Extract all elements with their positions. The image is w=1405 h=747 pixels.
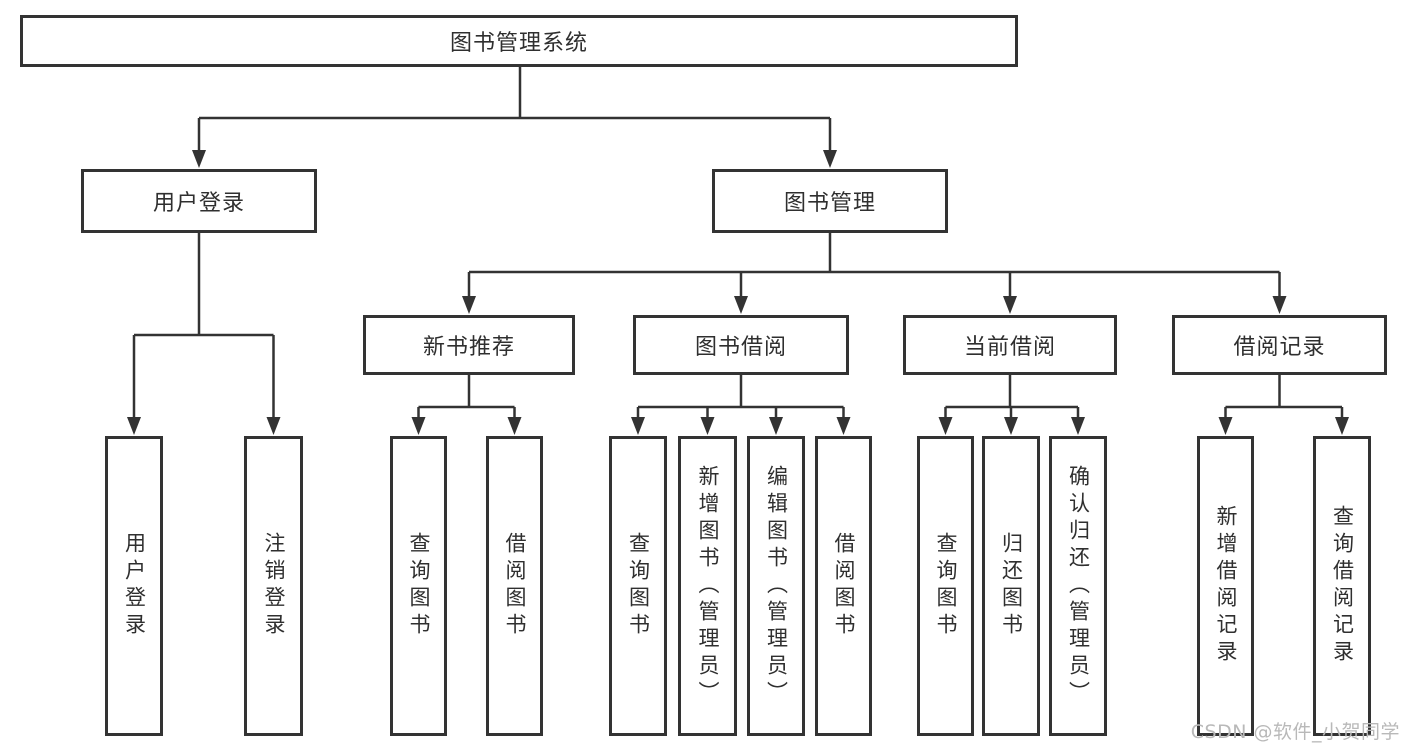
node-label: 新增借阅记录 <box>1214 505 1239 667</box>
node-label: 借阅图书 <box>503 532 528 640</box>
node-label: 图书管理系统 <box>449 31 588 56</box>
arrowhead <box>1218 417 1233 435</box>
leaf-borrow-books-recommend: 借阅图书 <box>486 436 543 736</box>
edges-book-borrowing <box>631 375 851 435</box>
arrowhead <box>462 296 476 314</box>
edges-user-login <box>127 233 281 435</box>
leaf-add-book-admin: 新增图书（管理员） <box>678 436 737 736</box>
arrowhead <box>938 417 953 435</box>
leaf-return-book: 归还图书 <box>982 436 1040 736</box>
leaf-query-books-borrowing: 查询图书 <box>609 436 667 736</box>
edges-borrow-records <box>1218 375 1349 435</box>
edges-new-book-recommend <box>411 375 522 435</box>
node-label: 新书推荐 <box>422 335 515 360</box>
arrowhead <box>823 150 837 168</box>
arrowhead <box>1071 417 1085 435</box>
node-label: 查询图书 <box>626 532 651 640</box>
node-label: 用户登录 <box>152 191 245 216</box>
node-user-login: 用户登录 <box>81 169 317 233</box>
node-new-book-recommend: 新书推荐 <box>363 315 575 375</box>
node-label: 借阅图书 <box>832 532 857 640</box>
node-label: 查询图书 <box>934 532 959 640</box>
arrowhead <box>192 150 206 168</box>
node-book-borrowing: 图书借阅 <box>633 315 849 375</box>
node-label: 查询图书 <box>407 532 432 640</box>
arrowhead <box>127 417 141 435</box>
node-label: 用户登录 <box>122 532 147 640</box>
leaf-borrow-books: 借阅图书 <box>815 436 872 736</box>
csdn-watermark: CSDN @软件_小贺同学 <box>1190 721 1400 743</box>
arrowhead <box>1272 296 1287 314</box>
edges-root <box>192 67 837 168</box>
node-label: 图书借阅 <box>694 335 787 360</box>
node-label: 图书管理 <box>783 191 876 216</box>
arrowhead <box>631 417 645 435</box>
node-label: 归还图书 <box>999 532 1024 640</box>
edge-line <box>199 67 830 120</box>
node-root-library-system: 图书管理系统 <box>20 15 1018 67</box>
node-book-management: 图书管理 <box>712 169 948 233</box>
edge-line <box>134 233 274 337</box>
arrowhead <box>1003 296 1017 314</box>
node-label: 借阅记录 <box>1233 335 1326 360</box>
leaf-confirm-return-admin: 确认归还（管理员） <box>1049 436 1107 736</box>
edges-book-management <box>462 233 1287 314</box>
edges-current-borrowing <box>938 375 1085 435</box>
edge-line <box>418 375 515 409</box>
arrowhead <box>1335 417 1349 435</box>
edge-line <box>638 375 844 409</box>
leaf-query-books-current: 查询图书 <box>917 436 974 736</box>
node-label: 确认归还（管理员） <box>1066 464 1091 708</box>
leaf-add-borrow-record: 新增借阅记录 <box>1197 436 1254 736</box>
edge-line <box>945 375 1078 409</box>
leaf-user-login: 用户登录 <box>105 436 163 736</box>
node-label: 当前借阅 <box>963 335 1056 360</box>
node-label: 查询借阅记录 <box>1330 505 1355 667</box>
arrowhead <box>411 417 426 435</box>
node-current-borrowing: 当前借阅 <box>903 315 1117 375</box>
node-label: 编辑图书（管理员） <box>764 464 789 708</box>
node-label: 新增图书（管理员） <box>696 464 721 708</box>
arrowhead <box>836 417 851 435</box>
leaf-edit-book-admin: 编辑图书（管理员） <box>747 436 805 736</box>
node-label: 注销登录 <box>262 532 287 640</box>
arrowhead <box>507 417 522 435</box>
leaf-query-borrow-record: 查询借阅记录 <box>1313 436 1371 736</box>
leaf-query-books-recommend: 查询图书 <box>390 436 447 736</box>
leaf-logout: 注销登录 <box>244 436 303 736</box>
edge-line <box>1225 375 1342 409</box>
arrowhead <box>700 417 715 435</box>
arrowhead <box>769 417 783 435</box>
edge-line <box>469 233 1280 274</box>
node-borrow-records: 借阅记录 <box>1172 315 1387 375</box>
arrowhead <box>734 296 748 314</box>
arrowhead <box>1004 417 1018 435</box>
arrowhead <box>266 417 281 435</box>
